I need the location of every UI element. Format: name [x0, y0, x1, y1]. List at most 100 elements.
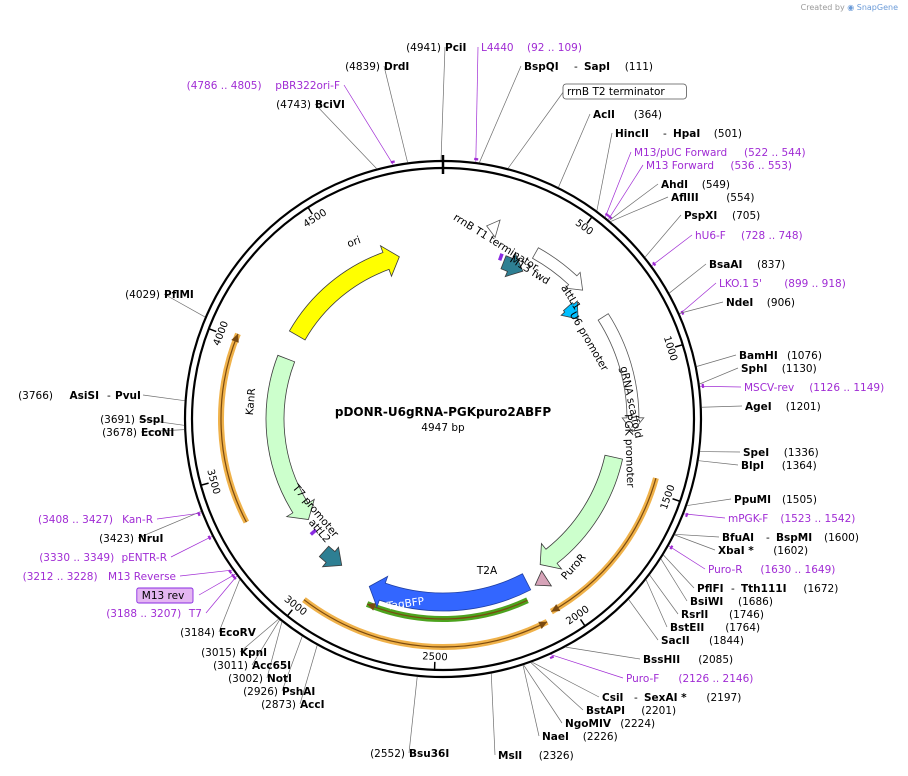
- feature-attl1[interactable]: [500, 252, 524, 278]
- site-bfuai[interactable]: BfuAI-BspMI(1600): [674, 532, 859, 544]
- site-pspxi[interactable]: PspXI(705): [644, 210, 760, 258]
- site-rsrii[interactable]: RsrII(1746): [649, 574, 764, 621]
- site-msli[interactable]: MslI(2326): [490, 673, 574, 762]
- site-rrnb-t2-terminator[interactable]: rrnB T2 terminator: [507, 83, 687, 169]
- feature-tagbfp[interactable]: [368, 573, 532, 612]
- site-econi[interactable]: EcoNI(3678): [102, 427, 185, 439]
- site-mpgk-f[interactable]: mPGK-F(1523 .. 1542): [683, 512, 855, 525]
- site-noti[interactable]: NotI(3002): [228, 621, 292, 685]
- site-afliii[interactable]: AflIII(554): [610, 192, 755, 222]
- site-pflmi[interactable]: PflMI(4029): [125, 289, 206, 318]
- feature-puror[interactable]: [539, 454, 624, 570]
- site-nrui[interactable]: NruI(3423): [99, 511, 202, 545]
- ring-tick-label: 3500: [204, 468, 221, 495]
- site-m13-forward[interactable]: M13 Forward(536 .. 553): [607, 160, 792, 220]
- site-acci[interactable]: AccI(2873): [261, 645, 324, 711]
- site-naei[interactable]: NaeI(2226): [522, 665, 618, 743]
- site-bstapi[interactable]: BstAPI(2201): [530, 662, 676, 717]
- site-acli[interactable]: AclI(364): [558, 109, 663, 188]
- primer-name: MSCV-rev: [744, 382, 794, 394]
- site-ndei[interactable]: NdeI(906): [679, 297, 795, 314]
- site-m13-rev[interactable]: M13 rev: [136, 573, 236, 604]
- site-leader-line: [140, 429, 185, 433]
- site-xbai[interactable]: XbaI *(1602): [674, 534, 808, 557]
- site-ahdi[interactable]: AhdI(549): [609, 179, 730, 221]
- site-pshai[interactable]: PshAI(2926): [243, 636, 315, 698]
- feature-u6-promoter[interactable]: [531, 247, 584, 291]
- site-l4440[interactable]: L4440(92 .. 109): [474, 42, 582, 163]
- site-leader-line: [608, 164, 644, 220]
- feature-grna-scaffold[interactable]: [560, 300, 579, 320]
- snapgene-logo[interactable]: ◉ SnapGene: [847, 3, 898, 12]
- site-bsteii[interactable]: BstEII(1764): [645, 579, 760, 634]
- site-bspqi[interactable]: BspQI-SapI(111): [479, 61, 653, 163]
- site-leader-line: [408, 676, 418, 754]
- site-name: EcoNI: [141, 427, 174, 439]
- site-coord: (1130): [782, 363, 817, 375]
- site-agei[interactable]: AgeI(1201): [701, 401, 821, 413]
- site-hu6-f[interactable]: hU6-F(728 .. 748): [651, 230, 803, 267]
- site-bsiwi[interactable]: BsiWI(1686): [660, 558, 773, 608]
- site-acc65i[interactable]: Acc65I(3011): [213, 619, 291, 672]
- site-name: SphI: [741, 363, 767, 375]
- site-m13-puc-forward[interactable]: M13/pUC Forward(522 .. 544): [604, 147, 806, 218]
- feature-kanr[interactable]: [265, 354, 315, 521]
- site-sspi[interactable]: SspI(3691): [100, 414, 185, 426]
- site-spei[interactable]: SpeI(1336): [699, 447, 819, 459]
- site-coord: (1686): [738, 596, 773, 608]
- feature-rrnb-t1-terminator[interactable]: [486, 219, 501, 239]
- small-feature-t7-promoter[interactable]: [309, 528, 318, 536]
- site-ecorv[interactable]: EcoRV(3184): [180, 579, 257, 639]
- ring-tick-label: 1000: [661, 335, 679, 363]
- small-feature-m13-fwd[interactable]: [498, 253, 504, 261]
- site-coord: (3766): [18, 390, 53, 402]
- site-sacii[interactable]: SacII(1844): [628, 599, 744, 647]
- site-leader-line: [522, 665, 540, 737]
- feature-t2a[interactable]: [534, 569, 553, 587]
- site-puro-f[interactable]: Puro-F(2126 .. 2146): [549, 654, 753, 685]
- site-lko-1-5[interactable]: LKO.1 5'(899 .. 918): [679, 278, 846, 316]
- site-kan-r[interactable]: Kan-R(3408 .. 3427): [38, 511, 202, 526]
- feature-pgk-promoter[interactable]: [597, 313, 645, 433]
- site-bsu36i[interactable]: Bsu36I(2552): [370, 676, 449, 760]
- site-mscv-rev[interactable]: MSCV-rev(1126 .. 1149): [699, 382, 884, 394]
- site-name: AclI: [593, 109, 615, 121]
- site-m13-reverse[interactable]: M13 Reverse(3212 .. 3228): [23, 569, 233, 583]
- site-leader-line: [699, 367, 739, 385]
- site-coord: (2873): [261, 699, 296, 711]
- primer-name: Kan-R: [122, 514, 153, 526]
- site-pflfi[interactable]: PflFI-Tth111I(1672): [663, 554, 838, 595]
- site-ngomiv[interactable]: NgoMIV(2224): [523, 664, 655, 730]
- bfp-orange-head: [538, 621, 548, 629]
- site-drdi[interactable]: DrdI(4839): [345, 61, 409, 163]
- outer-arcs: [218, 332, 659, 650]
- site-bamhi[interactable]: BamHI(1076): [696, 350, 822, 367]
- feature-ori[interactable]: [288, 244, 400, 341]
- site-leader-line: [610, 196, 669, 222]
- site-csii[interactable]: CsiI-SexAI *(2197): [531, 661, 741, 704]
- site-t7[interactable]: T7(3188 .. 3207): [106, 575, 238, 620]
- site-coord: (549): [702, 179, 730, 191]
- primer-coord: (728 .. 748): [741, 230, 803, 242]
- site-leader-line: [523, 664, 563, 724]
- site-name: SpeI: [743, 447, 769, 459]
- site-blpi[interactable]: BlpI(1364): [698, 460, 817, 472]
- site-bcivi[interactable]: BciVI(4743): [276, 99, 377, 169]
- site-ppumi[interactable]: PpuMI(1505): [687, 494, 817, 506]
- site-hincii[interactable]: HincII-HpaI(501): [596, 128, 742, 211]
- site-pcii[interactable]: PciI(4941): [406, 42, 466, 161]
- site-puro-r[interactable]: Puro-R(1630 .. 1649): [668, 545, 836, 576]
- site-bsaai[interactable]: BsaAI(837): [669, 259, 785, 294]
- site-coord: (3002): [228, 673, 263, 685]
- site-coord: (705): [732, 210, 760, 222]
- site-sphi[interactable]: SphI (1130): [699, 363, 817, 385]
- site-pentr-r[interactable]: pENTR-R(3330 .. 3349): [39, 535, 213, 564]
- site-kpni[interactable]: KpnI(3015): [201, 618, 279, 659]
- site-pbr322ori-f[interactable]: pBR322ori-F(4786 .. 4805): [187, 80, 395, 165]
- site-bsshii[interactable]: BssHII(2085): [565, 646, 733, 666]
- site-leader-line: [239, 618, 279, 653]
- feature-attl2[interactable]: [318, 545, 343, 568]
- site-asisi[interactable]: AsiSI-PvuI(3766): [18, 390, 185, 402]
- primer-coord: (536 .. 553): [730, 160, 792, 172]
